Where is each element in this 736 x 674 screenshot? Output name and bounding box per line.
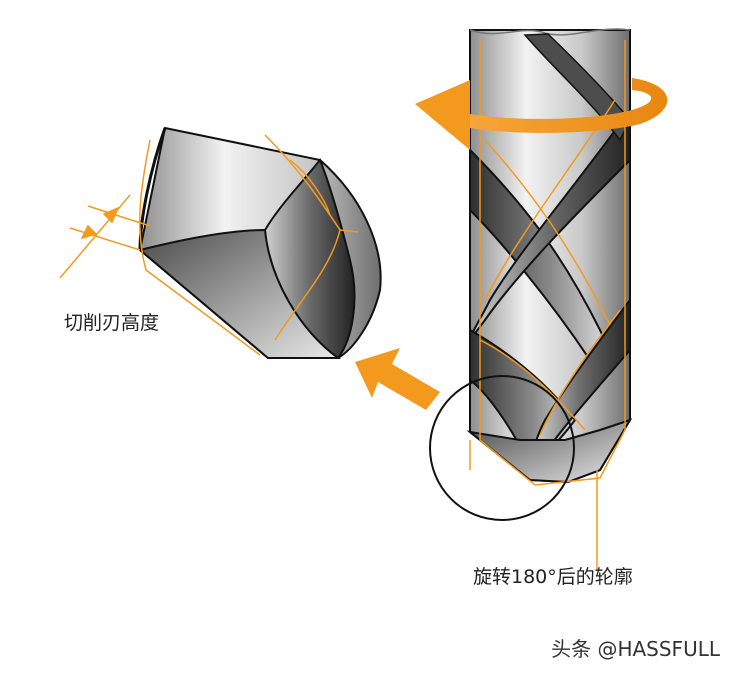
- rotation-arrow: [415, 78, 668, 150]
- zoom-arrow: [355, 348, 440, 410]
- rotated-profile-outline: [469, 40, 626, 570]
- flute-2: [468, 106, 631, 344]
- drill-tip: [466, 418, 633, 484]
- enlarged-tip: [59, 126, 382, 360]
- twist-drill: [429, 28, 633, 570]
- cutting-height-dimension: [59, 194, 151, 279]
- enlarged-profile-outline: [139, 134, 359, 356]
- enlarged-face: [137, 228, 342, 359]
- drill-top-edge: [469, 28, 631, 36]
- tip-focus-circle: [429, 375, 575, 521]
- watermark: 头条 @HASSFULL: [551, 637, 720, 661]
- cutting-edge-height-label: 切削刃高度: [64, 312, 160, 334]
- rotated-profile-label: 旋转180°后的轮廓: [473, 566, 633, 588]
